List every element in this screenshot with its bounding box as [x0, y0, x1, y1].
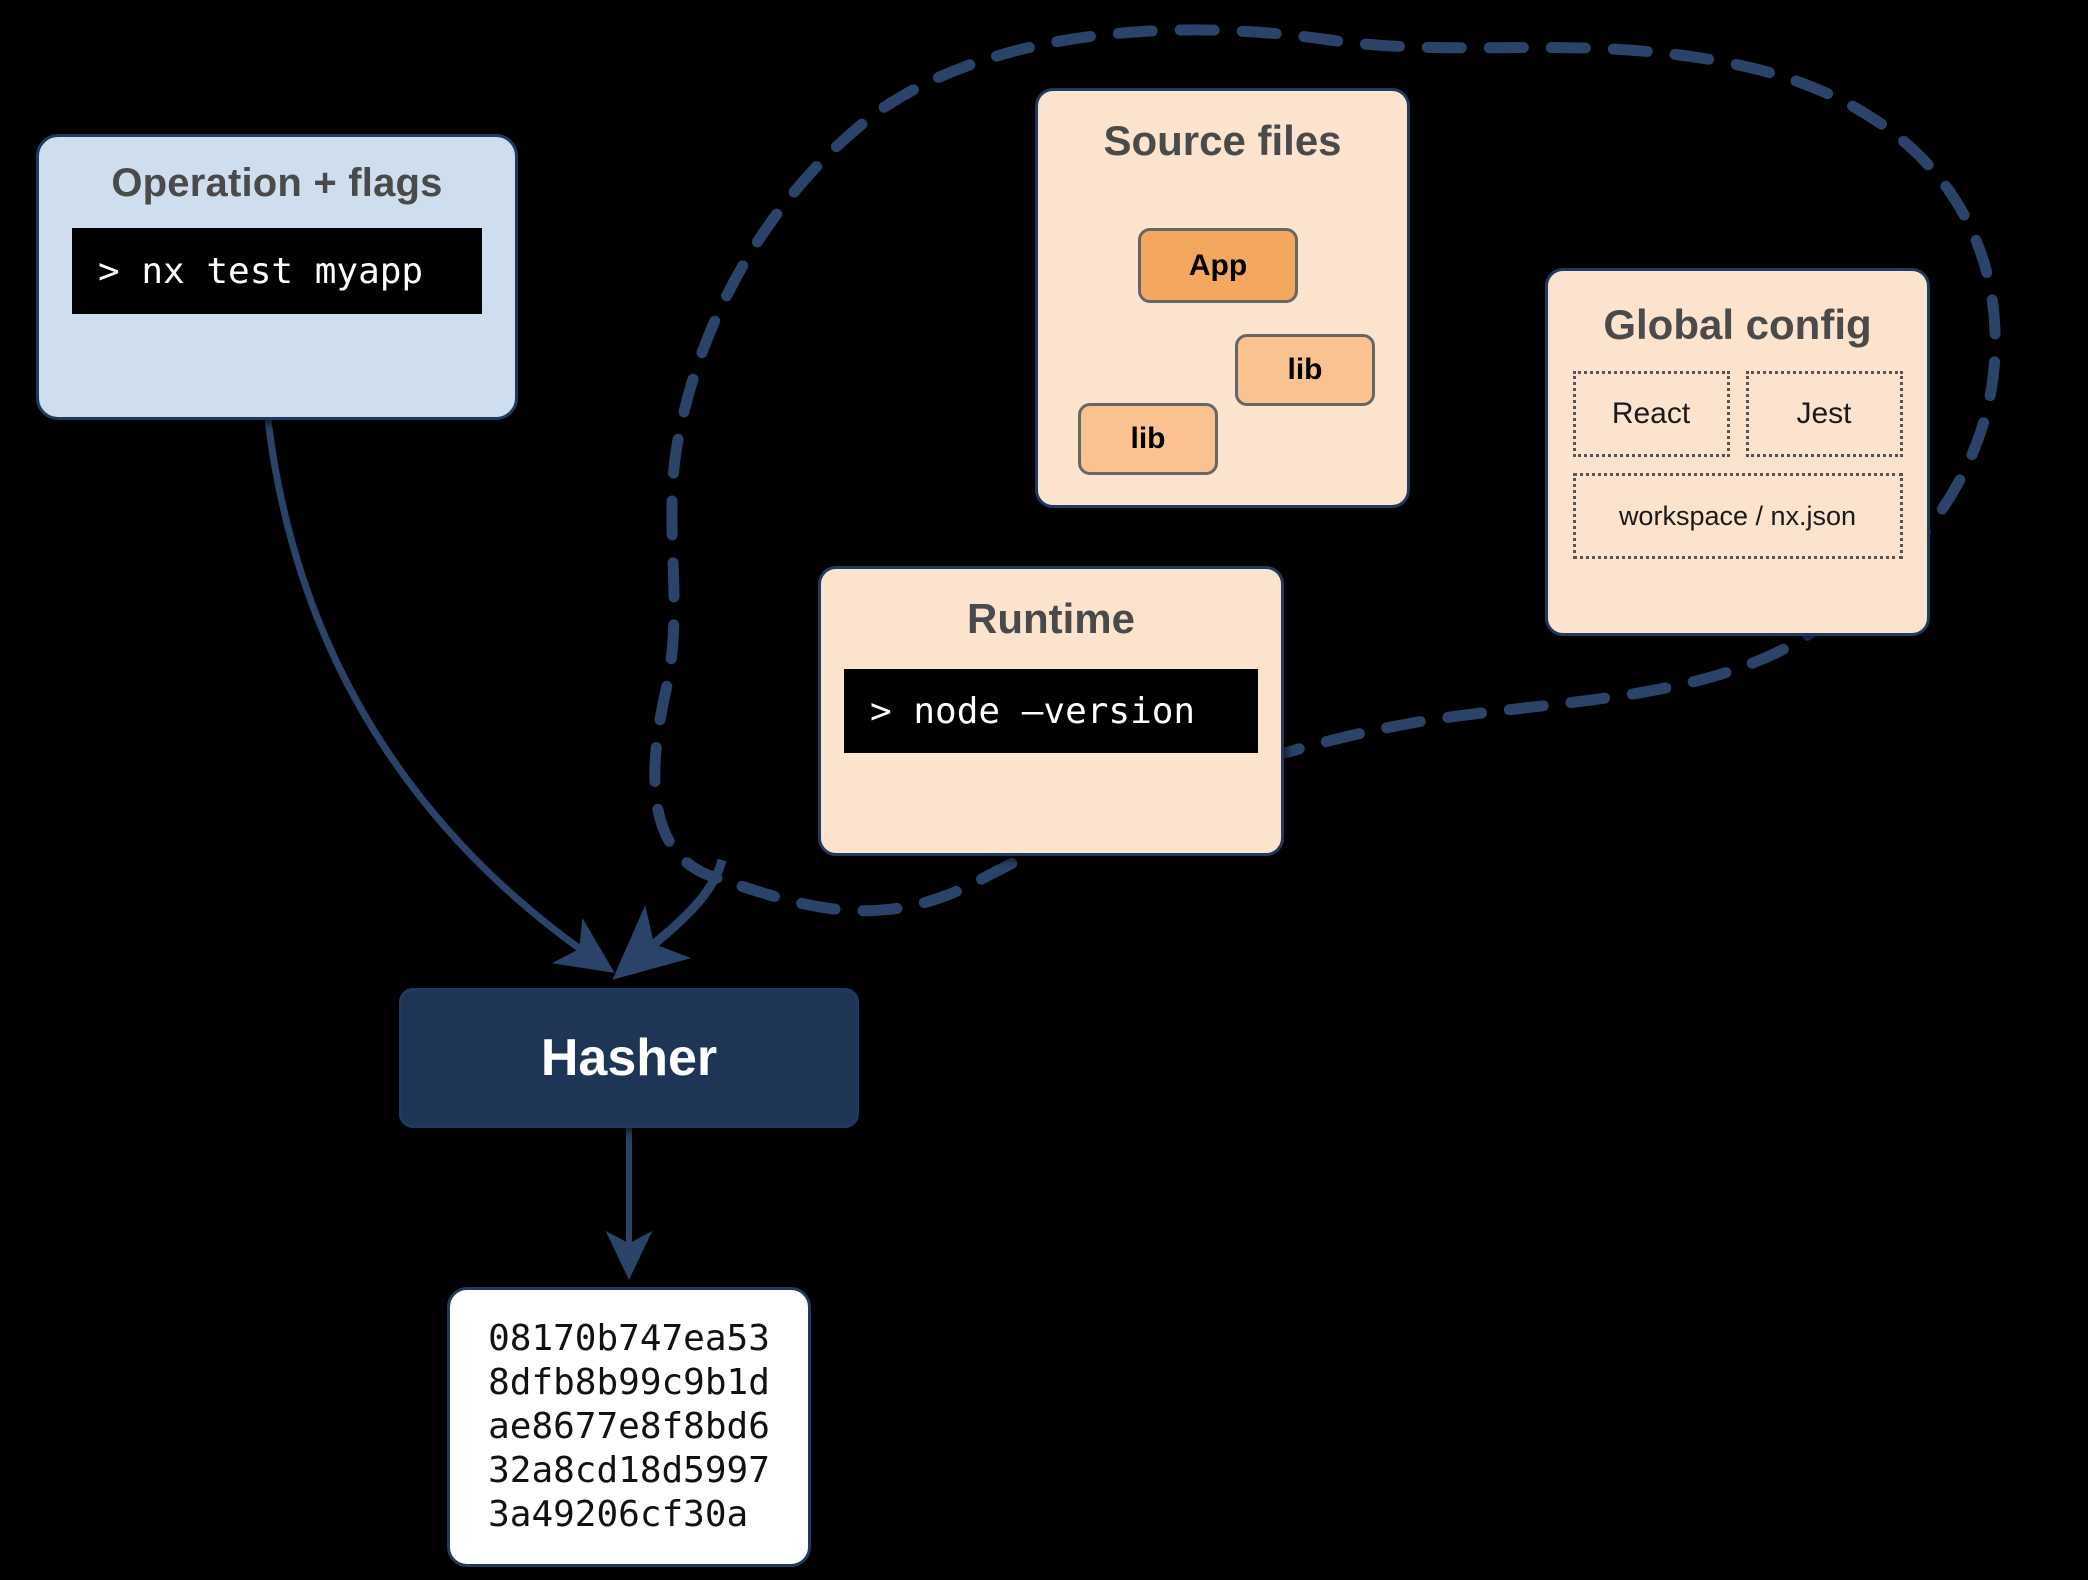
- runtime-command-text: > node –version: [870, 690, 1196, 732]
- hasher-label: Hasher: [540, 1029, 718, 1087]
- operation-flags-title: Operation + flags: [111, 161, 443, 205]
- source-node-lib-right[interactable]: lib: [1235, 334, 1375, 406]
- config-cell-workspace[interactable]: workspace / nx.json: [1572, 473, 1903, 559]
- hash-output-text: 08170b747ea53 8dfb8b99c9b1d ae8677e8f8bd…: [488, 1317, 770, 1537]
- hash-line: 8dfb8b99c9b1d: [488, 1362, 770, 1404]
- edge-operation-to-hasher: [264, 419, 615, 973]
- runtime-card[interactable]: Runtime > node –version: [818, 566, 1284, 856]
- source-node-app[interactable]: App: [1138, 228, 1298, 303]
- source-files-title: Source files: [1103, 117, 1342, 164]
- hasher-card[interactable]: Hasher: [399, 988, 859, 1128]
- runtime-terminal: > node –version: [844, 669, 1258, 753]
- hash-output-card[interactable]: 08170b747ea53 8dfb8b99c9b1d ae8677e8f8bd…: [447, 1287, 811, 1567]
- source-files-card[interactable]: Source files App lib lib: [1035, 88, 1410, 508]
- config-cell-react[interactable]: React: [1572, 371, 1730, 457]
- global-config-grid: React Jest workspace / nx.json: [1572, 371, 1903, 559]
- global-config-title: Global config: [1603, 301, 1872, 348]
- operation-command-text: > nx test myapp: [98, 250, 424, 292]
- source-node-lib-left[interactable]: lib: [1078, 403, 1218, 475]
- config-cell-jest[interactable]: Jest: [1745, 371, 1903, 457]
- global-config-card[interactable]: Global config React Jest workspace / nx.…: [1545, 268, 1930, 636]
- hash-line: 08170b747ea53: [488, 1318, 770, 1360]
- operation-terminal: > nx test myapp: [72, 228, 482, 314]
- runtime-title: Runtime: [967, 595, 1135, 642]
- operation-flags-card[interactable]: Operation + flags > nx test myapp: [36, 134, 518, 420]
- hash-line: 32a8cd18d5997: [488, 1449, 770, 1491]
- hash-line: 3a49206cf30a: [488, 1493, 749, 1535]
- hash-line: ae8677e8f8bd6: [488, 1406, 770, 1448]
- edge-inputs-to-hasher: [612, 858, 727, 980]
- global-config-row: React Jest: [1572, 371, 1903, 457]
